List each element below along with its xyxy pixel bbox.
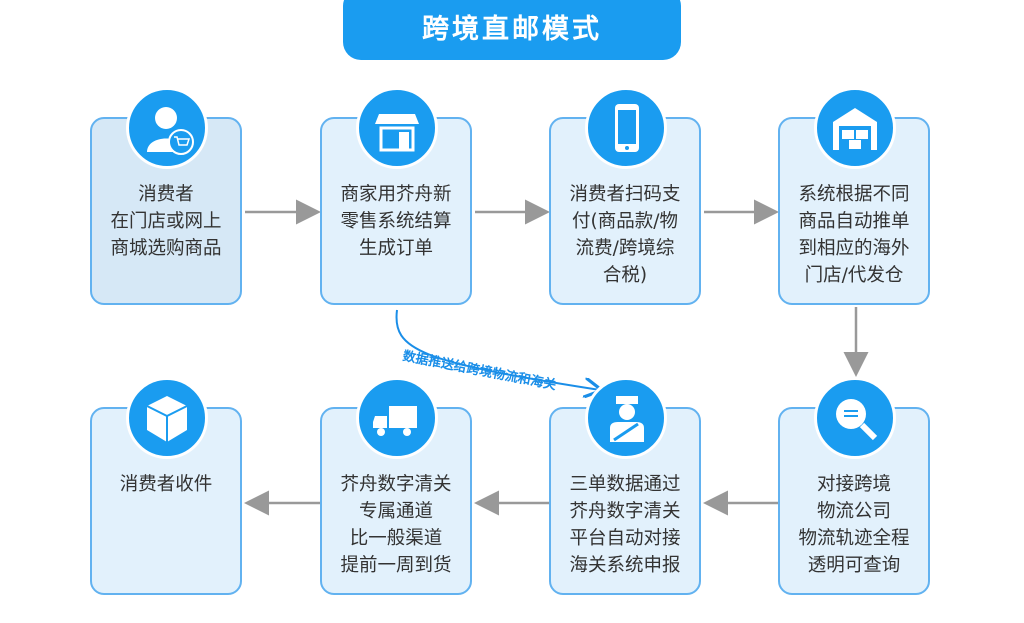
step-text: 消费者扫码支付(商品款/物流费/跨境综合税): [551, 181, 699, 289]
step-line: 对接跨境: [816, 474, 891, 495]
shopper-cart-icon: [126, 87, 208, 169]
step-line: 到相应的海外: [798, 238, 910, 259]
step-text: 商家用芥舟新零售系统结算生成订单: [322, 181, 470, 262]
step-line: 零售系统结算: [340, 211, 452, 232]
store-icon: [356, 87, 438, 169]
step-line: 流费/跨境综: [575, 238, 675, 259]
package-icon: [126, 377, 208, 459]
step-box-1: 消费者在门店或网上商城选购商品: [90, 117, 242, 305]
step-line: 平台自动对接: [569, 528, 681, 549]
step-line: 合税): [602, 265, 648, 286]
step-line: 消费者: [138, 184, 194, 205]
step-line: 付(商品款/物: [572, 211, 678, 232]
step-text: 三单数据通过芥舟数字清关平台自动对接海关系统申报: [551, 471, 699, 579]
warehouse-icon: [814, 87, 896, 169]
step-text: 系统根据不同商品自动推单到相应的海外门店/代发仓: [780, 181, 928, 289]
step-line: 专属通道: [358, 501, 433, 522]
data-push-curve: [395, 309, 600, 390]
step-text: 芥舟数字清关专属通道比一般渠道提前一周到货: [322, 471, 470, 579]
step-line: 商家用芥舟新: [340, 184, 452, 205]
step-box-3: 消费者扫码支付(商品款/物流费/跨境综合税): [549, 117, 701, 305]
step-text: 对接跨境物流公司物流轨迹全程透明可查询: [780, 471, 928, 579]
step-line: 消费者扫码支: [569, 184, 681, 205]
step-line: 芥舟数字清关: [569, 501, 681, 522]
step-line: 消费者收件: [119, 474, 213, 495]
step-line: 生成订单: [358, 238, 433, 259]
step-text: 消费者在门店或网上商城选购商品: [92, 181, 240, 262]
page-title: 跨境直邮模式: [343, 0, 681, 60]
smartphone-icon: [585, 87, 667, 169]
step-line: 物流轨迹全程: [798, 528, 910, 549]
step-line: 商品自动推单: [798, 211, 910, 232]
step-line: 在门店或网上: [110, 211, 222, 232]
step-line: 门店/代发仓: [804, 265, 904, 286]
step-line: 商城选购商品: [110, 238, 222, 259]
customs-officer-icon: [585, 377, 667, 459]
step-line: 物流公司: [816, 501, 891, 522]
truck-icon: [356, 377, 438, 459]
step-line: 系统根据不同: [798, 184, 910, 205]
step-line: 海关系统申报: [569, 555, 681, 576]
step-line: 芥舟数字清关: [340, 474, 452, 495]
step-line: 提前一周到货: [340, 555, 452, 576]
step-line: 比一般渠道: [349, 528, 443, 549]
step-text: 消费者收件: [92, 471, 240, 498]
step-line: 透明可查询: [807, 555, 901, 576]
search-icon: [814, 377, 896, 459]
step-line: 三单数据通过: [569, 474, 681, 495]
